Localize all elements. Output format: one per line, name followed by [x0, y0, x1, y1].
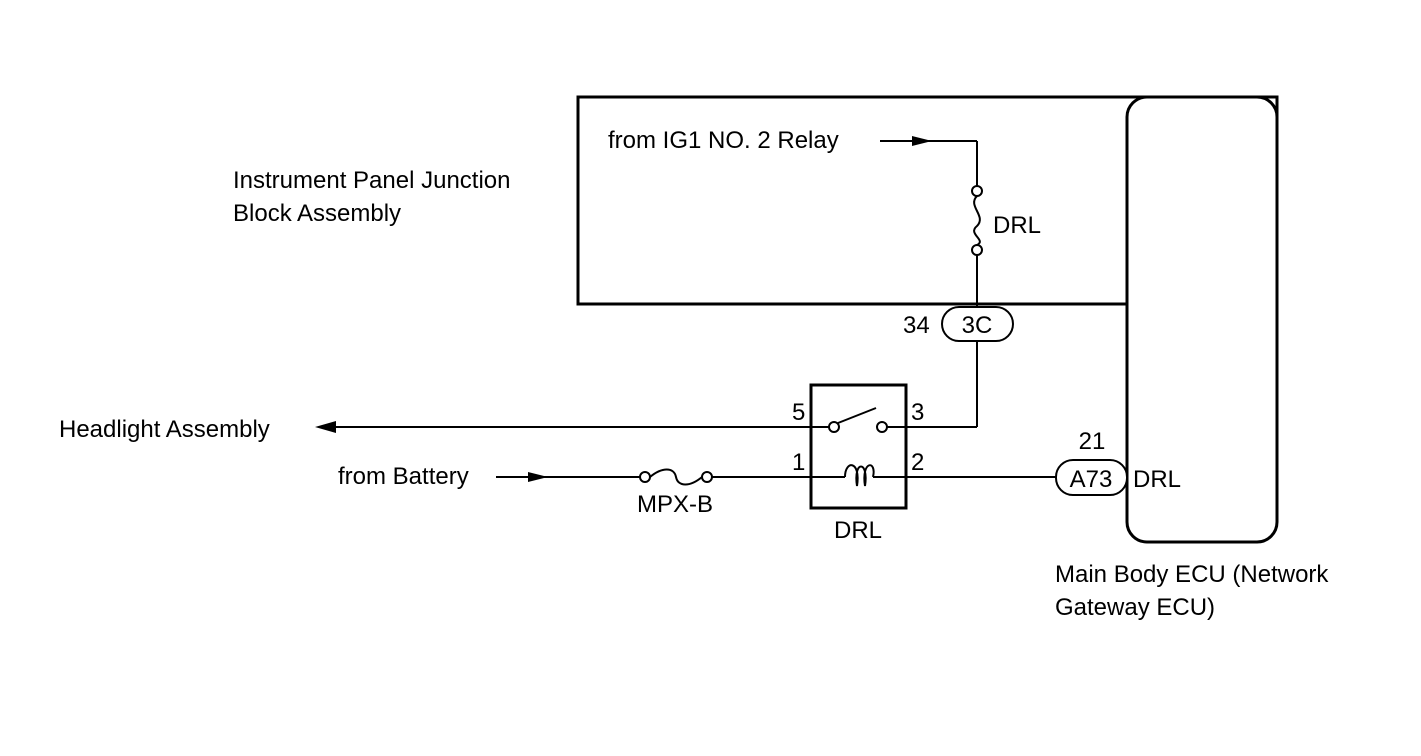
main-body-ecu-box — [1125, 95, 1279, 544]
relay-switch-contact-left — [828, 421, 840, 433]
connector-a73-label: A73 — [1070, 466, 1113, 493]
ig1-arrow-icon — [912, 136, 932, 146]
ecu-terminal-drl-label: DRL — [1133, 466, 1181, 493]
connector-a73-shape — [1055, 459, 1128, 496]
ig1-relay-source-label: from IG1 NO. 2 Relay — [608, 127, 839, 154]
relay-name-label: DRL — [834, 517, 882, 544]
relay-pin-5-label: 5 — [792, 399, 805, 426]
relay-pin-1-label: 1 — [792, 449, 805, 476]
battery-arrow-icon — [528, 472, 548, 482]
headlight-assembly-label: Headlight Assembly — [59, 416, 270, 443]
relay-pin-3-label: 3 — [911, 399, 924, 426]
pin-34-label: 34 — [903, 312, 930, 339]
mpxb-fuse-icon — [649, 468, 703, 486]
mpxb-fuse-label: MPX-B — [637, 491, 713, 518]
battery-source-label: from Battery — [338, 463, 469, 490]
drl-fuse-terminal-top — [971, 185, 983, 197]
connector-3c-label: 3C — [962, 312, 993, 339]
relay-pin-2-label: 2 — [911, 449, 924, 476]
ecu-label-line2: Gateway ECU) — [1055, 594, 1215, 621]
ecu-label-line1: Main Body ECU (Network — [1055, 561, 1329, 588]
relay-switch-blade-icon — [837, 407, 877, 424]
mpxb-fuse-terminal-left — [639, 471, 651, 483]
mpxb-fuse-terminal-right — [701, 471, 713, 483]
headlight-arrow-icon — [315, 421, 336, 433]
relay-switch-contact-right — [876, 421, 888, 433]
relay-coil-icon — [844, 464, 875, 487]
drl-fuse-label: DRL — [993, 212, 1041, 239]
drl-relay-box — [809, 383, 908, 510]
pin-21-label: 21 — [1079, 428, 1106, 455]
drl-fuse-icon — [973, 195, 981, 246]
junction-block-label-line1: Instrument Panel Junction — [233, 167, 511, 194]
drl-fuse-terminal-bottom — [971, 244, 983, 256]
junction-block-label-line2: Block Assembly — [233, 200, 401, 227]
